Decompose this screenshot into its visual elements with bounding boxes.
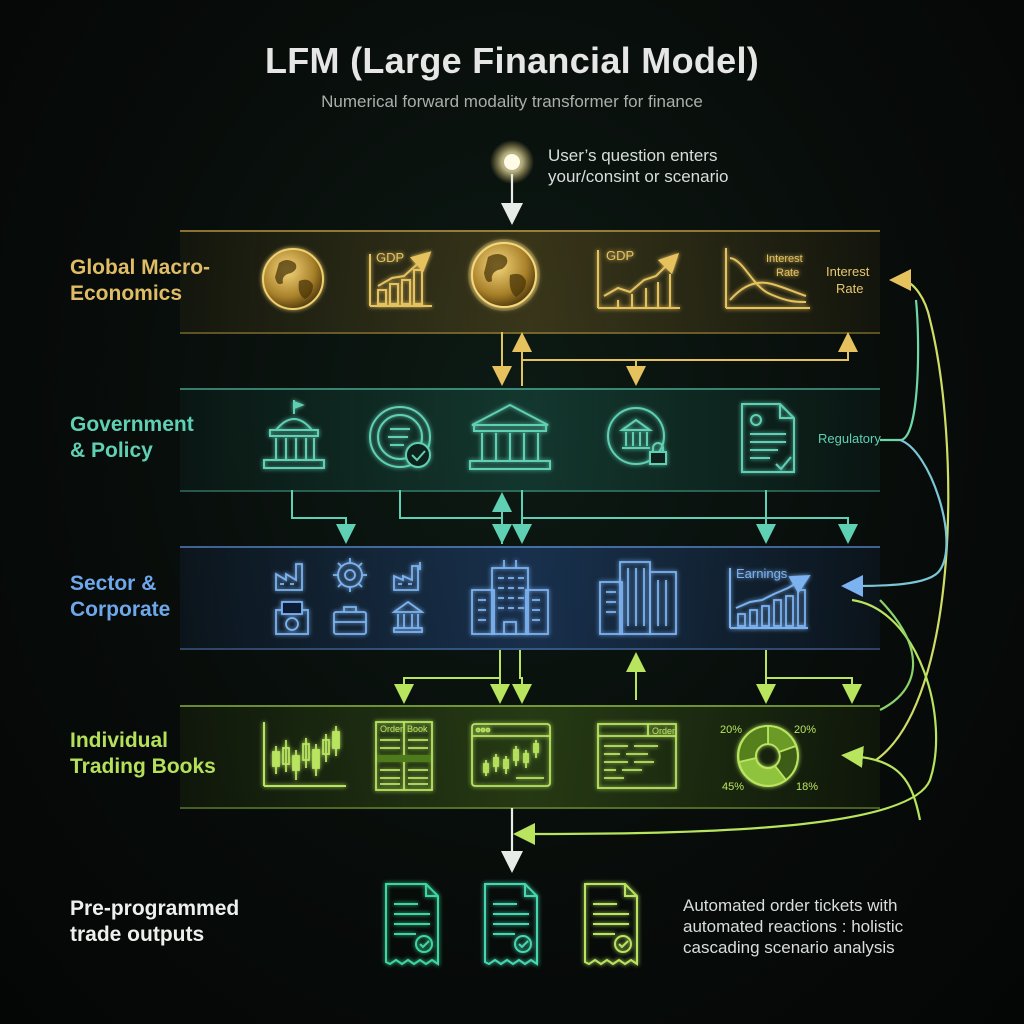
order-book-icon: Order Book — [375, 721, 433, 791]
bank-building-icon — [469, 403, 551, 470]
gdp-chart-label-1: GDP — [376, 250, 404, 265]
order-book-header-2: Book — [407, 724, 428, 734]
office-towers-icon — [599, 561, 677, 635]
interest-rate-tag-line1: Interest — [826, 264, 870, 279]
sector-layer-label: Sector & Corporate — [70, 571, 270, 623]
money-document-icon — [275, 601, 309, 635]
trading-label-line1: Individual — [70, 729, 169, 752]
pie-label-bottom-left: 45% — [722, 781, 744, 793]
gdp-approved-icon — [369, 406, 431, 468]
order-ticket-icon-2 — [484, 883, 538, 966]
order-book-header-1: Order — [380, 724, 403, 734]
output-note-line2: automated reactions : holistic — [683, 917, 904, 936]
output-note-line3: cascading scenario analysis — [683, 938, 895, 957]
trading-layer-label: Individual Trading Books — [70, 728, 270, 780]
gear-icon — [333, 558, 367, 592]
gdp-line-chart-icon: GDP — [597, 248, 680, 309]
briefcase-icon — [333, 606, 367, 635]
factory-icon — [275, 563, 303, 591]
page-title: LFM (Large Financial Model) — [264, 40, 760, 81]
gov-to-sector-connectors — [291, 490, 858, 544]
gdp-chart-label-2: GDP — [606, 248, 634, 263]
interest-rate-tag-line2: Rate — [836, 281, 863, 296]
earnings-chart-label: Earnings — [736, 566, 788, 581]
pie-label-top-right: 20% — [794, 724, 816, 736]
order-ticket-icon-3 — [584, 883, 638, 966]
gov-label-line1: Government — [70, 413, 194, 436]
portfolio-donut-icon — [737, 725, 799, 787]
skyscraper-icon — [471, 560, 549, 635]
macro-label-line2: Economics — [70, 282, 183, 305]
government-layer-label: Government & Policy — [70, 412, 270, 464]
trading-label-line2: Trading Books — [70, 755, 216, 778]
regulatory-tag: Regulatory — [818, 431, 881, 446]
regulation-document-icon — [741, 403, 795, 473]
page-subtitle: Numerical forward modality transformer f… — [321, 92, 703, 111]
order-form-tab-label: Order — [652, 726, 675, 736]
output-note: Automated order tickets with automated r… — [683, 895, 903, 958]
globe-icon — [262, 248, 324, 310]
bank-lock-icon — [607, 407, 667, 465]
globe-icon-center — [468, 239, 540, 311]
interest-rate-chart-label-2: Rate — [776, 267, 799, 279]
input-note: User’s question enters your/consint or s… — [548, 145, 728, 187]
macro-label-line1: Global Macro- — [70, 256, 211, 279]
capitol-building-icon — [263, 400, 325, 469]
order-ticket-icon-1 — [385, 883, 439, 966]
gdp-bar-chart-icon: GDP — [369, 250, 432, 307]
pie-label-bottom-right: 18% — [796, 781, 818, 793]
order-form-icon: Order — [597, 723, 677, 789]
output-note-line1: Automated order tickets with — [683, 896, 898, 915]
interest-rate-chart-label-1: Interest — [766, 253, 803, 265]
output-layer-label: Pre-programmed trade outputs — [70, 896, 270, 948]
sector-label-line2: Corporate — [70, 598, 171, 621]
trading-screen-icon — [471, 723, 551, 787]
candlestick-chart-icon — [263, 722, 346, 787]
factory-small-icon — [393, 562, 421, 591]
macro-to-gov-connectors — [492, 332, 858, 386]
earnings-chart-icon: Earnings — [729, 566, 811, 629]
output-tickets — [385, 883, 638, 966]
sector-to-trading-connectors — [394, 650, 862, 704]
input-note-line1: User’s question enters — [548, 146, 718, 165]
sector-label-line1: Sector & — [70, 572, 157, 595]
macro-layer-label: Global Macro- Economics — [70, 255, 270, 307]
output-label-line1: Pre-programmed — [70, 897, 240, 920]
pie-label-top-left: 20% — [720, 724, 742, 736]
feedback-loops — [513, 269, 950, 845]
gov-label-line2: & Policy — [70, 439, 153, 462]
interest-rate-curve-icon: Interest Rate — [725, 248, 810, 309]
input-note-line2: your/consint or scenario — [548, 167, 729, 186]
bank-small-icon — [391, 600, 425, 633]
output-label-line2: trade outputs — [70, 923, 205, 946]
input-node — [490, 140, 534, 225]
